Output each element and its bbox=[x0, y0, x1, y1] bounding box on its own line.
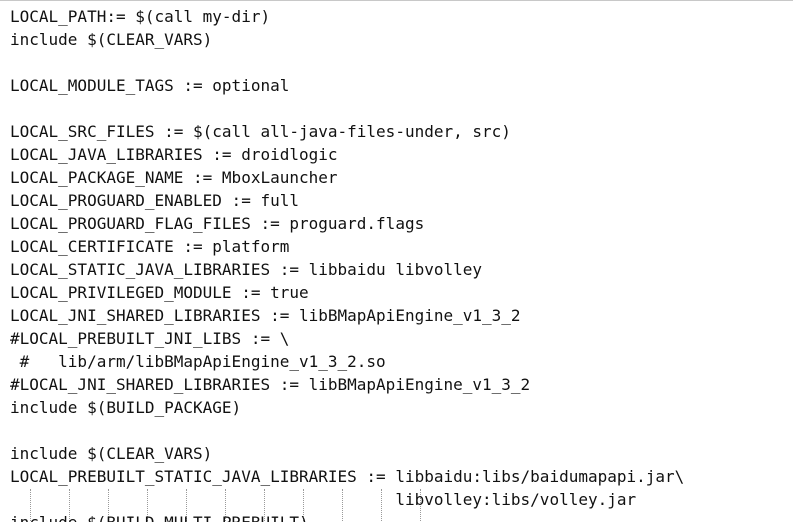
code-line[interactable]: # lib/arm/libBMapApiEngine_v1_3_2.so bbox=[10, 352, 386, 371]
code-line[interactable]: #LOCAL_JNI_SHARED_LIBRARIES := libBMapAp… bbox=[10, 375, 531, 394]
code-line[interactable]: LOCAL_STATIC_JAVA_LIBRARIES := libbaidu … bbox=[10, 260, 483, 279]
code-line[interactable] bbox=[10, 97, 684, 120]
code-line[interactable]: LOCAL_PROGUARD_ENABLED := full bbox=[10, 191, 299, 210]
code-line[interactable]: LOCAL_CERTIFICATE := platform bbox=[10, 237, 290, 256]
code-line[interactable]: include $(CLEAR_VARS) bbox=[10, 30, 213, 49]
code-line[interactable]: include $(BUILD_PACKAGE) bbox=[10, 398, 242, 417]
code-line[interactable] bbox=[10, 51, 684, 74]
code-line[interactable]: include $(BUILD_MULTI_PREBUILT) bbox=[10, 511, 684, 522]
code-line[interactable]: LOCAL_PACKAGE_NAME := MboxLauncher bbox=[10, 168, 338, 187]
code-line[interactable]: LOCAL_PRIVILEGED_MODULE := true bbox=[10, 283, 309, 302]
code-line[interactable]: LOCAL_SRC_FILES := $(call all-java-files… bbox=[10, 122, 511, 141]
code-line[interactable]: LOCAL_PROGUARD_FLAG_FILES := proguard.fl… bbox=[10, 214, 425, 233]
code-line[interactable]: include $(CLEAR_VARS) bbox=[10, 444, 213, 463]
code-line[interactable]: libvolley:libs/volley.jar bbox=[10, 490, 637, 509]
code-line[interactable]: LOCAL_JNI_SHARED_LIBRARIES := libBMapApi… bbox=[10, 306, 521, 325]
code-line[interactable]: LOCAL_PATH:= $(call my-dir) bbox=[10, 7, 271, 26]
code-line[interactable]: #LOCAL_PREBUILT_JNI_LIBS := \ bbox=[10, 329, 290, 348]
code-line[interactable]: LOCAL_MODULE_TAGS := optional bbox=[10, 76, 290, 95]
code-text[interactable]: LOCAL_PATH:= $(call my-dir) include $(CL… bbox=[10, 5, 684, 522]
code-line[interactable]: LOCAL_JAVA_LIBRARIES := droidlogic bbox=[10, 145, 338, 164]
code-line[interactable] bbox=[10, 419, 684, 442]
code-line[interactable]: LOCAL_PREBUILT_STATIC_JAVA_LIBRARIES := … bbox=[10, 467, 685, 486]
